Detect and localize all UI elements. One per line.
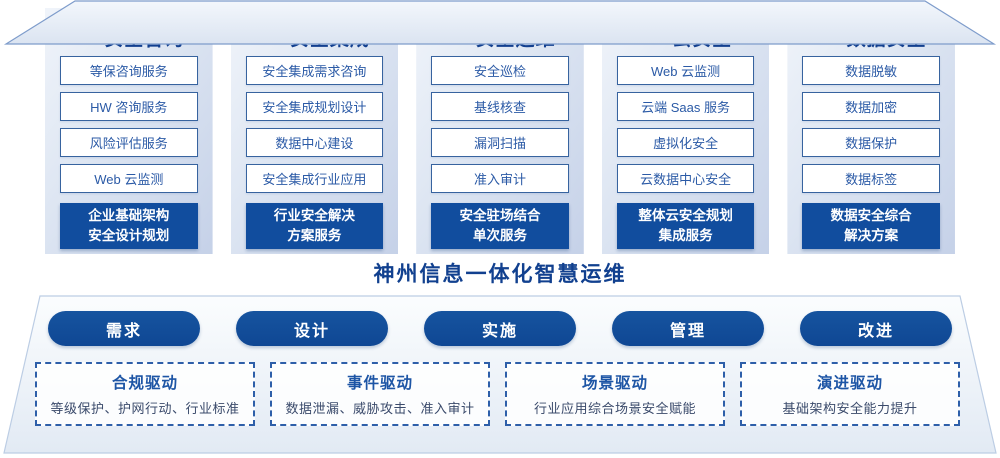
service-item: 数据脱敏: [802, 56, 940, 85]
service-item: 基线核查: [431, 92, 569, 121]
process-pills: 需求 设计 实施 管理 改进: [48, 311, 952, 346]
service-item: 安全集成行业应用: [246, 164, 384, 193]
service-item: 等保咨询服务: [60, 56, 198, 85]
process-pill-requirement: 需求: [48, 311, 200, 346]
service-item: 数据标签: [802, 164, 940, 193]
highlight-line: 单次服务: [472, 228, 527, 243]
highlight-service: 整体云安全规划 集成服务: [617, 203, 755, 249]
service-item: 数据保护: [802, 128, 940, 157]
banner-trapezoid: [3, 0, 997, 45]
column-security-integration: 安全集成 安全集成需求咨询 安全集成规划设计 数据中心建设 安全集成行业应用 行…: [231, 8, 399, 254]
service-item: 安全巡检: [431, 56, 569, 85]
highlight-line: 整体云安全规划: [638, 208, 733, 224]
highlight-line: 数据安全综合: [830, 208, 912, 224]
service-item: 漏洞扫描: [431, 128, 569, 157]
driver-boxes: 合规驱动 等级保护、护网行动、行业标准 事件驱动 数据泄漏、威胁攻击、准入审计 …: [35, 362, 960, 426]
driver-scenario: 场景驱动 行业应用综合场景安全赋能: [505, 362, 725, 426]
driver-desc: 等级保护、护网行动、行业标准: [50, 401, 240, 416]
highlight-line: 安全驻场结合: [459, 208, 541, 224]
process-pill-implementation: 实施: [424, 311, 576, 346]
driver-desc: 行业应用综合场景安全赋能: [533, 401, 696, 416]
process-pill-improvement: 改进: [800, 311, 952, 346]
column-security-consulting: 安全咨询 等保咨询服务 HW 咨询服务 风险评估服务 Web 云监测 企业基础架…: [45, 8, 213, 254]
service-item: 准入审计: [431, 164, 569, 193]
process-pill-design: 设计: [236, 311, 388, 346]
driver-desc: 数据泄漏、威胁攻击、准入审计: [285, 401, 475, 416]
service-item: 风险评估服务: [60, 128, 198, 157]
service-item: 数据中心建设: [246, 128, 384, 157]
service-item: Web 云监测: [60, 164, 198, 193]
highlight-line: 解决方案: [844, 228, 899, 243]
banner-title: 神州信息一体化智慧运维: [373, 263, 627, 286]
service-item: 安全集成需求咨询: [246, 56, 384, 85]
service-item: Web 云监测: [617, 56, 755, 85]
highlight-service: 安全驻场结合 单次服务: [431, 203, 569, 249]
driver-title: 演进驱动: [816, 375, 883, 392]
driver-incident: 事件驱动 数据泄漏、威胁攻击、准入审计: [270, 362, 490, 426]
column-security-operations: 安全运维 安全巡检 基线核查 漏洞扫描 准入审计 安全驻场结合 单次服务: [416, 8, 584, 254]
process-pill-management: 管理: [612, 311, 764, 346]
driver-title: 场景驱动: [581, 375, 648, 392]
driver-compliance: 合规驱动 等级保护、护网行动、行业标准: [35, 362, 255, 426]
highlight-line: 安全设计规划: [88, 228, 170, 243]
highlight-service: 企业基础架构 安全设计规划: [60, 203, 198, 249]
driver-evolution: 演进驱动 基础架构安全能力提升: [740, 362, 960, 426]
service-item: HW 咨询服务: [60, 92, 198, 121]
highlight-line: 方案服务: [287, 228, 342, 243]
driver-title: 合规驱动: [111, 375, 178, 392]
highlight-line: 集成服务: [658, 228, 713, 243]
highlight-service: 数据安全综合 解决方案: [802, 203, 940, 249]
highlight-line: 行业安全解决: [273, 208, 355, 224]
driver-title: 事件驱动: [346, 375, 413, 392]
highlight-line: 企业基础架构: [88, 208, 170, 224]
service-item: 安全集成规划设计: [246, 92, 384, 121]
service-item: 云端 Saas 服务: [617, 92, 755, 121]
driver-desc: 基础架构安全能力提升: [782, 401, 918, 416]
service-item: 数据加密: [802, 92, 940, 121]
service-item: 虚拟化安全: [617, 128, 755, 157]
highlight-service: 行业安全解决 方案服务: [246, 203, 384, 249]
service-item: 云数据中心安全: [617, 164, 755, 193]
